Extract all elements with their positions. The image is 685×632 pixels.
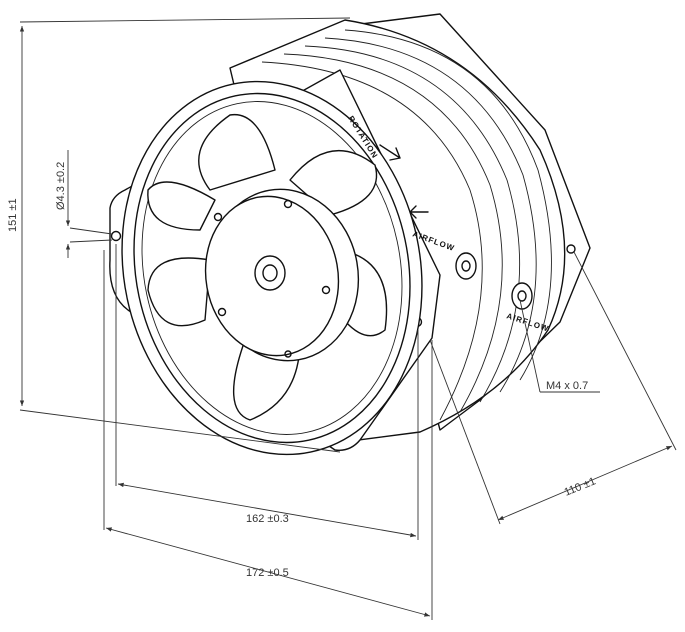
blade-6 (147, 181, 216, 231)
dimension-hole-pitch-label: 162 ±0.3 (246, 513, 289, 525)
dimension-flange-width: 172 ±0.5 (103, 250, 433, 620)
thread-label: M4 x 0.7 (546, 380, 588, 392)
dimension-flange-width-label: 172 ±0.5 (246, 567, 289, 579)
blade-2 (289, 150, 378, 216)
blade-1 (198, 113, 276, 191)
shaft-outer (254, 255, 286, 291)
dimension-hole-pitch: 162 ±0.3 (115, 244, 419, 540)
dimension-height-label: 151 ±1 (7, 198, 19, 232)
dimension-height: 151 ±1 (7, 17, 351, 453)
shaft-inner (262, 264, 278, 282)
blade-5 (147, 257, 211, 327)
side-boss-2 (511, 282, 533, 310)
side-boss-1 (455, 252, 477, 280)
dimension-hole-label: Ø4.3 ±0.2 (55, 162, 67, 210)
dimension-hole: Ø4.3 ±0.2 (55, 150, 113, 258)
flange-hole-left (110, 230, 122, 242)
rear-flange-hole (566, 244, 576, 254)
rotation-arrow-icon (379, 144, 401, 161)
motor-hub (204, 188, 360, 362)
airflow-arrow-icon (409, 205, 429, 219)
dimension-depth-label: 110 ±1 (563, 475, 598, 498)
thread-callout: M4 x 0.7 (519, 299, 600, 393)
hub-screw (213, 199, 331, 358)
